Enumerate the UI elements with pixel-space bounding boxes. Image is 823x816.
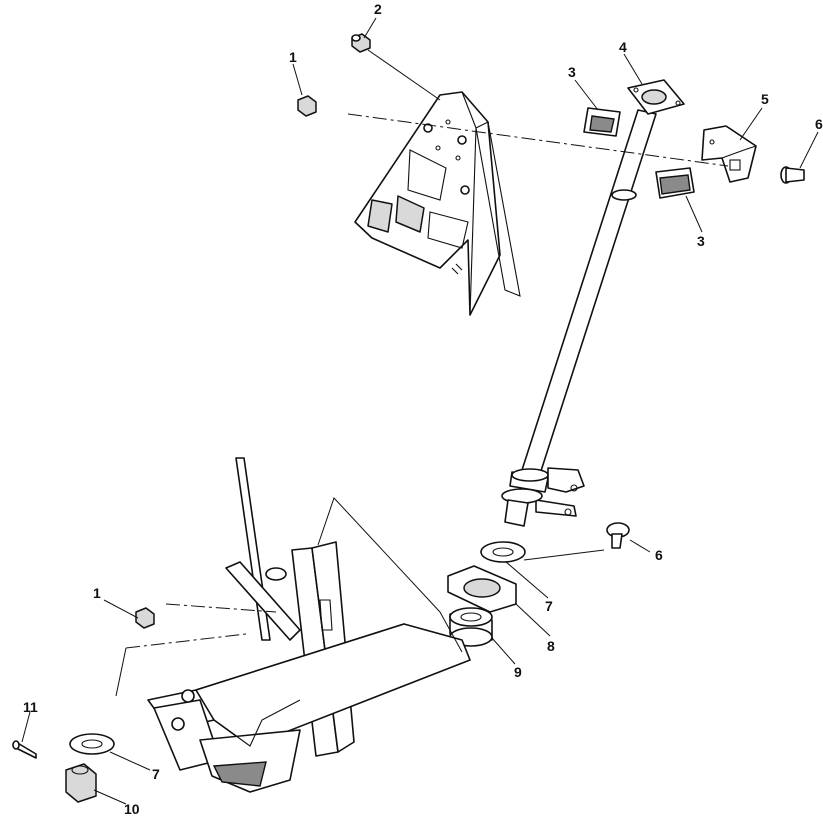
callout-1-lower: 1 bbox=[93, 585, 101, 601]
callout-3-upper: 3 bbox=[568, 64, 576, 80]
bushing-half-upper bbox=[583, 107, 621, 137]
callout-4: 4 bbox=[619, 39, 627, 55]
bolt-lower bbox=[606, 522, 630, 549]
callout-8: 8 bbox=[547, 638, 555, 654]
bolt-upper bbox=[780, 166, 805, 184]
washer-upper bbox=[480, 541, 526, 563]
upper-flange-plate bbox=[627, 79, 685, 115]
callout-3-lower: 3 bbox=[697, 233, 705, 249]
steering-post bbox=[501, 109, 657, 527]
upper-mount-bracket bbox=[354, 91, 521, 316]
callout-1-upper: 1 bbox=[289, 49, 297, 65]
leader-lines bbox=[21, 17, 819, 805]
callout-7-upper: 7 bbox=[545, 598, 553, 614]
lower-flange-plate bbox=[447, 565, 517, 613]
callout-9: 9 bbox=[514, 664, 522, 680]
bushing-half-lower bbox=[655, 167, 695, 199]
callout-5: 5 bbox=[761, 91, 769, 107]
nut-upper bbox=[297, 95, 317, 117]
lower-frame-assembly bbox=[147, 457, 471, 793]
cotter-pin bbox=[12, 740, 37, 759]
washer-lower bbox=[69, 733, 115, 755]
callout-labels: 1 2 3 4 5 6 3 6 1 7 8 9 11 7 10 bbox=[23, 1, 823, 816]
callout-2: 2 bbox=[374, 1, 382, 17]
nut-lower bbox=[135, 607, 155, 629]
callout-10: 10 bbox=[124, 801, 140, 816]
castle-nut bbox=[65, 763, 97, 803]
cap-nut bbox=[351, 33, 371, 53]
callout-6-upper: 6 bbox=[815, 116, 823, 132]
post-clamp-bracket bbox=[701, 125, 757, 183]
callout-11: 11 bbox=[23, 699, 38, 715]
callout-7-lower: 7 bbox=[152, 766, 160, 782]
callout-6-lower: 6 bbox=[655, 547, 663, 563]
